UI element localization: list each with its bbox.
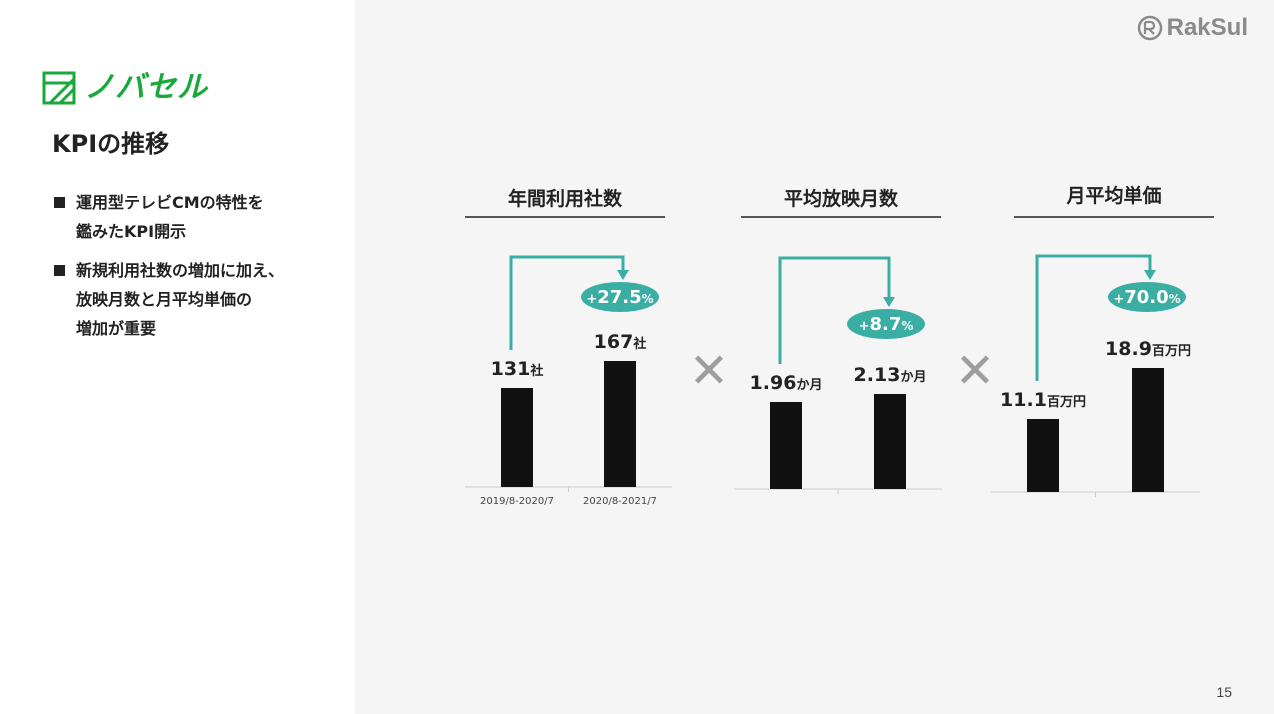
data-label-value: 167 (594, 331, 634, 353)
data-label-value: 131 (491, 358, 531, 380)
data-label-unit: 社 (632, 336, 646, 352)
bar (604, 361, 636, 487)
data-label-unit: か月 (796, 378, 822, 393)
arrow-head-icon (1144, 270, 1156, 280)
novasell-mark-icon (42, 71, 76, 105)
data-label-unit: 百万円 (1152, 344, 1191, 359)
bullet-item: 新規利用社数の増加に加え、 放映月数と月平均単価の 増加が重要 (54, 256, 344, 343)
growth-label: +70.0% (1113, 287, 1180, 308)
growth-value: 8.7 (869, 314, 901, 335)
growth-unit: % (642, 292, 654, 306)
data-label: 18.9百万円 (1105, 338, 1191, 360)
bullet-text: 新規利用社数の増加に加え、 放映月数と月平均単価の 増加が重要 (76, 261, 285, 338)
raksul-name: RakSul (1166, 14, 1248, 41)
bullet-text: 運用型テレビCMの特性を 鑑みたKPI開示 (76, 193, 264, 241)
growth-connector (778, 256, 891, 364)
novasell-logo: ノバセル (42, 70, 208, 106)
bullet-list: 運用型テレビCMの特性を 鑑みたKPI開示 新規利用社数の増加に加え、 放映月数… (54, 188, 344, 353)
page-number: 15 (1216, 684, 1232, 700)
growth-connector (509, 255, 625, 350)
brand-name: ノバセル (84, 70, 208, 105)
growth-connector (1035, 254, 1152, 381)
multiply-icon: ✕ (689, 343, 729, 399)
bar (874, 394, 906, 489)
bar (1132, 368, 1164, 492)
left-panel: ノバセル KPIの推移 運用型テレビCMの特性を 鑑みたKPI開示 新規利用社数… (0, 0, 355, 714)
growth-unit: % (1169, 292, 1181, 306)
data-label-unit: 社 (529, 363, 543, 379)
growth-sign: + (1113, 292, 1124, 307)
bar (501, 388, 533, 487)
right-panel: RakSul 15 (355, 0, 1274, 714)
arrow-head-icon (617, 270, 629, 280)
data-label-value: 11.1 (1000, 389, 1047, 411)
growth-value: 27.5 (597, 287, 641, 308)
bullet-square-icon (54, 197, 65, 208)
category-label: 2019/8-2020/7 (480, 496, 554, 507)
data-label-value: 18.9 (1105, 338, 1152, 360)
growth-sign: + (586, 292, 597, 307)
bullet-square-icon (54, 265, 65, 276)
raksul-logo: RakSul (1137, 14, 1248, 42)
growth-badge (581, 282, 659, 312)
data-label-unit: か月 (900, 370, 926, 385)
data-label-unit: 百万円 (1047, 395, 1086, 410)
bar (1027, 419, 1059, 492)
category-label: 2020/8-2021/7 (583, 496, 657, 507)
growth-label: +27.5% (586, 287, 653, 308)
growth-value: 70.0 (1124, 287, 1168, 308)
page-title: KPIの推移 (52, 130, 170, 158)
growth-badge (847, 309, 925, 339)
data-label-value: 1.96 (750, 372, 797, 394)
bar (770, 402, 802, 489)
chart-title: 月平均単価 (1065, 184, 1161, 207)
data-label: 131社 (491, 358, 544, 380)
growth-label: +8.7% (859, 314, 914, 335)
growth-unit: % (901, 319, 913, 333)
multiply-icon: ✕ (955, 343, 995, 399)
chart-title: 平均放映月数 (784, 187, 899, 210)
chart-title: 年間利用社数 (508, 187, 623, 210)
data-label: 167社 (594, 331, 647, 353)
data-label: 2.13か月 (854, 364, 927, 386)
data-label: 11.1百万円 (1000, 389, 1086, 411)
growth-badge (1108, 282, 1186, 312)
bullet-item: 運用型テレビCMの特性を 鑑みたKPI開示 (54, 188, 344, 246)
data-label: 1.96か月 (750, 372, 823, 394)
arrow-head-icon (883, 297, 895, 307)
growth-sign: + (859, 319, 870, 334)
data-label-value: 2.13 (854, 364, 901, 386)
raksul-mark-icon (1137, 15, 1162, 41)
